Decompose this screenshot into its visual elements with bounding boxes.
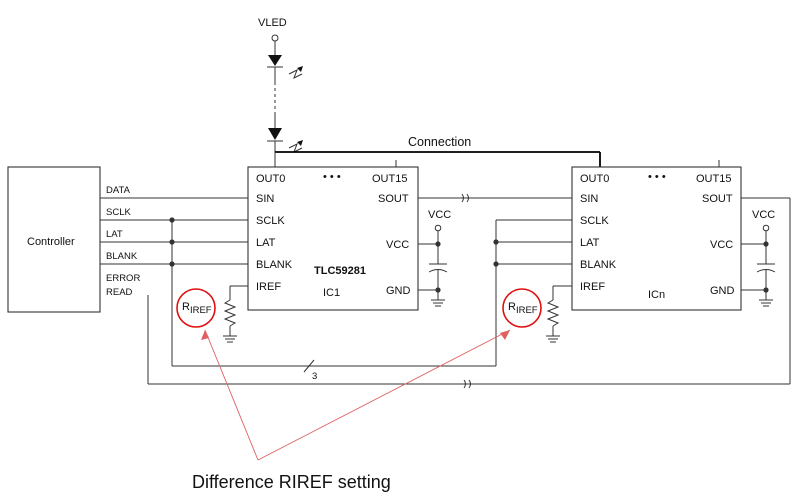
controller-pin-blank: BLANK: [106, 251, 138, 262]
led-bottom-icon: [268, 128, 282, 140]
icn-iref-resistor: RIREF: [502, 285, 572, 343]
icn-block: OUT0 • • • OUT15 SIN SOUT SCLK LAT VCC B…: [571, 160, 742, 311]
led-string: VLED: [258, 17, 303, 154]
ic1-gnd: GND: [386, 285, 411, 297]
icn-blank: BLANK: [580, 259, 617, 271]
ic1-block: OUT0 • • • OUT15 SIN SOUT SCLK LAT VCC B…: [247, 160, 419, 311]
ic1-iref-resistor: RIREF: [176, 285, 248, 343]
ic1-blank: BLANK: [256, 259, 293, 271]
ic1-vcc-supply-label: VCC: [428, 209, 451, 221]
ic1-lat: LAT: [256, 237, 276, 249]
controller-block: Controller DATA SCLK LAT BLANK ERROR REA…: [7, 166, 140, 313]
ic1-out15: OUT15: [372, 173, 407, 185]
annotation-label: Difference RIREF setting: [192, 472, 391, 492]
led-top-icon: [268, 55, 282, 66]
vled-terminal: [271, 34, 279, 42]
icn-name: ICn: [648, 289, 665, 301]
icn-vcc: VCC: [710, 239, 733, 251]
controller-box: [7, 166, 101, 313]
controller-label: Controller: [27, 236, 75, 248]
bus-count-label: 3: [312, 371, 317, 382]
ic1-out0: OUT0: [256, 173, 285, 185]
ic1-dots: • • •: [323, 171, 341, 183]
ic1-sclk: SCLK: [256, 215, 285, 227]
icn-iref: IREF: [580, 281, 605, 293]
controller-pin-sclk: SCLK: [106, 207, 131, 218]
controller-pin-error: ERROR: [106, 273, 140, 284]
ic1-riref-label: RIREF: [182, 301, 212, 316]
icn-out0: OUT0: [580, 173, 609, 185]
icn-riref-label: RIREF: [508, 301, 538, 316]
ic1-sout: SOUT: [378, 193, 409, 205]
ic1-name: IC1: [323, 287, 340, 299]
ic1-riref-highlight: [176, 288, 216, 328]
icn-sin: SIN: [580, 193, 598, 205]
ic1-sout-wire: [418, 193, 572, 203]
ic1-box: [247, 166, 419, 311]
icn-out15: OUT15: [696, 173, 731, 185]
icn-sclk: SCLK: [580, 215, 609, 227]
icn-sout: SOUT: [702, 193, 733, 205]
connection-label: Connection: [408, 135, 471, 149]
annotation-arrows: [201, 329, 511, 461]
icn-lat: LAT: [580, 237, 600, 249]
connection-line: Connection: [274, 135, 601, 167]
icn-dots: • • •: [648, 171, 666, 183]
ic1-sin: SIN: [256, 193, 274, 205]
icn-gnd: GND: [710, 285, 735, 297]
icn-riref-highlight: [502, 288, 542, 328]
controller-pin-read: READ: [106, 287, 133, 298]
vled-label: VLED: [258, 17, 287, 29]
controller-pin-lat: LAT: [106, 229, 123, 240]
controller-wires: 3: [100, 197, 791, 389]
icn-power: VCC: [741, 209, 775, 307]
icn-box: [571, 166, 742, 311]
ic1-power: VCC: [418, 209, 451, 307]
ic1-part: TLC59281: [314, 265, 366, 277]
controller-pin-data: DATA: [106, 185, 131, 196]
icn-vcc-supply-label: VCC: [752, 209, 775, 221]
ic1-iref: IREF: [256, 281, 281, 293]
icn-bus-wires: [493, 219, 572, 267]
ic1-vcc: VCC: [386, 239, 409, 251]
